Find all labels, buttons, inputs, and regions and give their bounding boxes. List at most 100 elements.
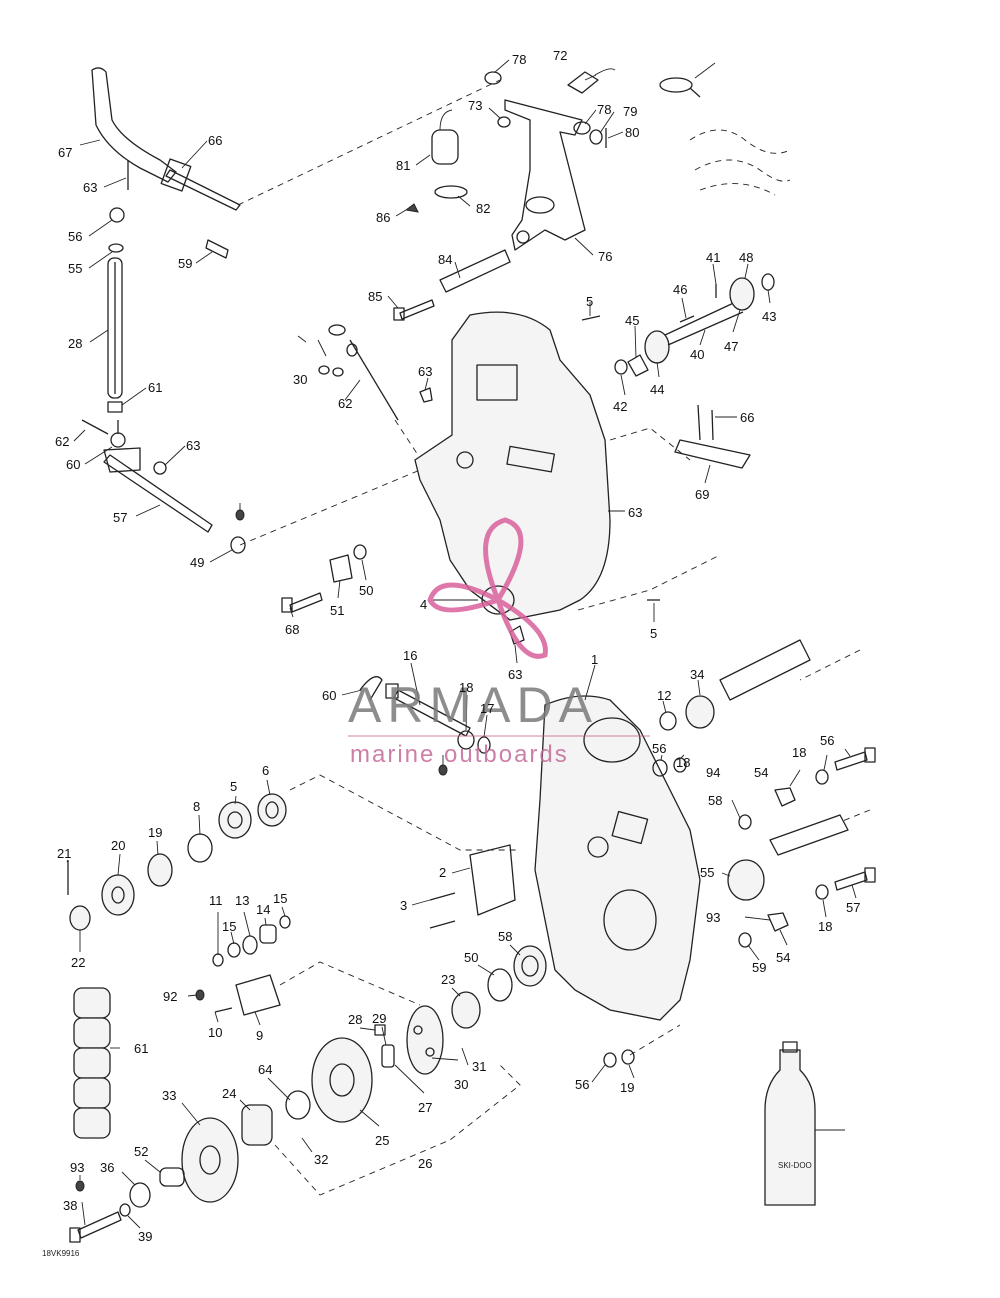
callout-label: 59 xyxy=(178,256,192,271)
callout-label: 66 xyxy=(208,133,222,148)
callout-label: 80 xyxy=(625,125,639,140)
callout-label: 55 xyxy=(68,261,82,276)
callout-label: 2 xyxy=(439,865,446,880)
callout-label: 13 xyxy=(235,893,249,908)
callout-label: 11 xyxy=(209,893,223,908)
callout-label: 16 xyxy=(403,648,417,663)
callout-label: 19 xyxy=(148,825,162,840)
callout-label: 17 xyxy=(480,701,494,716)
callout-label: 14 xyxy=(256,902,270,917)
callout-label: 62 xyxy=(338,396,352,411)
callout-label: 63 xyxy=(186,438,200,453)
callout-label: 30 xyxy=(454,1077,468,1092)
callout-label: 57 xyxy=(846,900,860,915)
callout-label: 5 xyxy=(650,626,657,641)
callout-label: 8 xyxy=(193,799,200,814)
callout-label: 55 xyxy=(700,865,714,880)
callout-label: 93 xyxy=(706,910,720,925)
assembly-lines xyxy=(237,79,871,1196)
watermark-tagline: marine outboards xyxy=(350,741,569,768)
callout-label: 5 xyxy=(586,294,593,309)
callout-label: 31 xyxy=(472,1059,486,1074)
chain-graphic xyxy=(73,987,111,1139)
callout-label: 34 xyxy=(690,667,704,682)
callout-label: 38 xyxy=(63,1198,77,1213)
callout-label: 42 xyxy=(613,399,627,414)
callout-label: 63 xyxy=(83,180,97,195)
callout-label: 52 xyxy=(134,1144,148,1159)
callout-label: 39 xyxy=(138,1229,152,1244)
callout-label: 32 xyxy=(314,1152,328,1167)
svg-text:SKI-DOO: SKI-DOO xyxy=(778,1161,812,1170)
callout-label: 29 xyxy=(372,1011,386,1026)
callout-label: 56 xyxy=(652,741,666,756)
callout-label: 23 xyxy=(441,972,455,987)
callout-label: 78 xyxy=(597,102,611,117)
callout-label: 9 xyxy=(256,1028,263,1043)
callout-label: 54 xyxy=(776,950,790,965)
callout-label: 61 xyxy=(134,1041,148,1056)
callout-label: 19 xyxy=(620,1080,634,1095)
callout-label: 28 xyxy=(68,336,82,351)
callout-label: 45 xyxy=(625,313,639,328)
callout-label: 27 xyxy=(418,1100,432,1115)
callout-label: 82 xyxy=(476,201,490,216)
callout-label: 64 xyxy=(258,1062,272,1077)
leader-lines xyxy=(66,59,857,1229)
propeller-icon xyxy=(427,517,548,659)
callout-label: 51 xyxy=(330,603,344,618)
callout-label: 24 xyxy=(222,1086,236,1101)
callout-label: 60 xyxy=(66,457,80,472)
callout-label: 15 xyxy=(222,919,236,934)
callout-label: 56 xyxy=(68,229,82,244)
callout-label: 63 xyxy=(628,505,642,520)
callout-label: 49 xyxy=(190,555,204,570)
callout-label: 76 xyxy=(598,249,612,264)
callout-label: 36 xyxy=(100,1160,114,1175)
callout-label: 28 xyxy=(348,1012,362,1027)
callout-label: 25 xyxy=(375,1133,389,1148)
callout-label: 43 xyxy=(762,309,776,324)
callout-label: 79 xyxy=(623,104,637,119)
callout-label: 63 xyxy=(508,667,522,682)
callout-label: 6 xyxy=(262,763,269,778)
callout-label: 50 xyxy=(464,950,478,965)
callout-label: 30 xyxy=(293,372,307,387)
callout-label: 50 xyxy=(359,583,373,598)
callout-label: 18 xyxy=(792,745,806,760)
callout-label: 5 xyxy=(230,779,237,794)
callout-label: 40 xyxy=(690,347,704,362)
diagram-code: 18VK9916 xyxy=(42,1249,80,1258)
callout-label: 33 xyxy=(162,1088,176,1103)
callout-label: 18 xyxy=(676,755,690,770)
callout-label: 20 xyxy=(111,838,125,853)
callout-label: 59 xyxy=(752,960,766,975)
callout-label: 41 xyxy=(706,250,720,265)
callout-label: 78 xyxy=(512,52,526,67)
callout-label: 10 xyxy=(208,1025,222,1040)
part-drawings: SKI-DOO xyxy=(67,67,876,1243)
callout-label: 94 xyxy=(706,765,720,780)
callout-label: 54 xyxy=(754,765,768,780)
callout-label: 18 xyxy=(818,919,832,934)
callout-label: 12 xyxy=(657,688,671,703)
watermark-brand: ARMADA xyxy=(348,677,598,733)
callout-label: 48 xyxy=(739,250,753,265)
callout-label: 66 xyxy=(740,410,754,425)
callout-label: 68 xyxy=(285,622,299,637)
watermark-logo: ARMADA marine outboards xyxy=(348,517,650,768)
callout-label: 21 xyxy=(57,846,71,861)
callout-label: 47 xyxy=(724,339,738,354)
callout-label: 58 xyxy=(708,793,722,808)
callout-label: 92 xyxy=(163,989,177,1004)
callout-label: 46 xyxy=(673,282,687,297)
callout-label: 22 xyxy=(71,955,85,970)
callout-label: 57 xyxy=(113,510,127,525)
callout-label: 61 xyxy=(148,380,162,395)
callout-label: 58 xyxy=(498,929,512,944)
callout-label: 69 xyxy=(695,487,709,502)
callout-label: 1 xyxy=(591,652,598,667)
callout-labels: 67 66 63 56 55 59 28 61 62 60 63 57 49 7… xyxy=(55,48,860,1244)
callout-label: 44 xyxy=(650,382,664,397)
